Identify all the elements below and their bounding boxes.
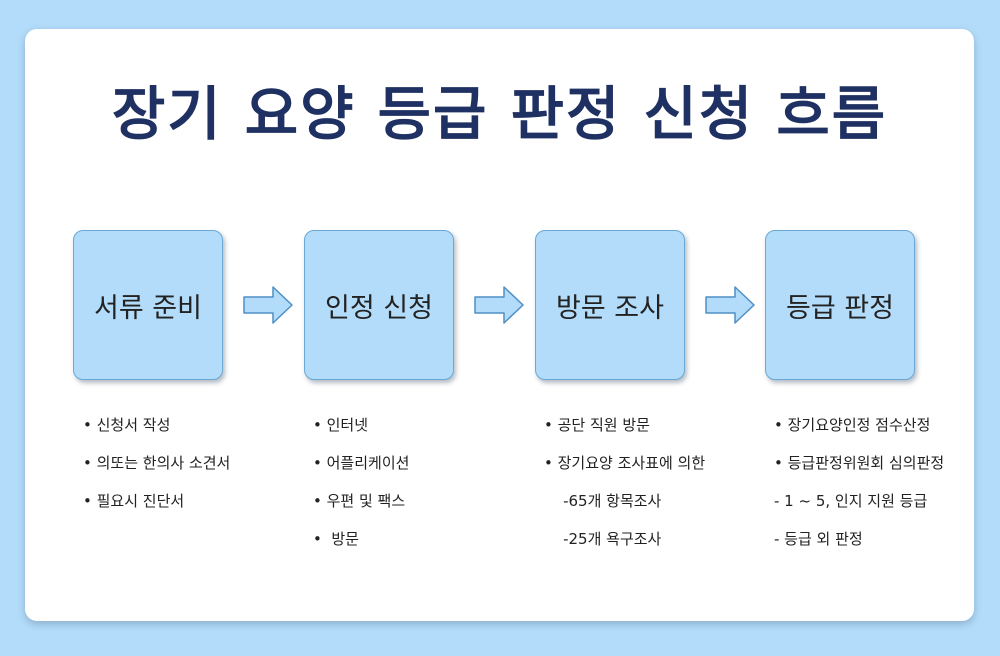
step-details-grade-decision: • 장기요양인정 점수산정 • 등급판정위원회 심의판정 - 1 ~ 5, 인지… xyxy=(774,412,944,564)
list-item: • 신청서 작성 xyxy=(83,416,171,434)
list-item: - 등급 외 판정 xyxy=(774,530,863,548)
list-item: • 필요시 진단서 xyxy=(83,492,185,510)
step-details-application: • 인터넷 • 어플리케이션 • 우편 및 팩스 • 방문 xyxy=(313,412,409,564)
list-item: • 방문 xyxy=(313,530,359,548)
list-item: • 의또는 한의사 소견서 xyxy=(83,454,231,472)
step-box-visit-survey: 방문 조사 xyxy=(535,230,685,380)
step-box-document-prep: 서류 준비 xyxy=(73,230,223,380)
step-box-grade-decision: 등급 판정 xyxy=(765,230,915,380)
list-item: -25개 욕구조사 xyxy=(544,530,662,548)
arrow-right-icon xyxy=(243,286,293,324)
step-label: 방문 조사 xyxy=(556,292,664,324)
step-box-application: 인정 신청 xyxy=(304,230,454,380)
arrow-right-icon xyxy=(474,286,524,324)
list-item: • 장기요양인정 점수산정 xyxy=(774,416,931,434)
list-item: -65개 항목조사 xyxy=(544,492,662,510)
arrow-right-icon xyxy=(705,286,755,324)
step-details-document-prep: • 신청서 작성 • 의또는 한의사 소견서 • 필요시 진단서 xyxy=(83,412,230,526)
list-item: • 등급판정위원회 심의판정 xyxy=(774,454,945,472)
step-label: 등급 판정 xyxy=(786,292,894,324)
list-item: • 어플리케이션 xyxy=(313,454,410,472)
step-label: 인정 신청 xyxy=(325,292,433,324)
list-item: - 1 ~ 5, 인지 지원 등급 xyxy=(774,492,928,510)
list-item: • 장기요양 조사표에 의한 xyxy=(544,454,706,472)
page-title: 장기 요양 등급 판정 신청 흐름 xyxy=(111,80,888,148)
list-item: • 인터넷 xyxy=(313,416,369,434)
step-details-visit-survey: • 공단 직원 방문 • 장기요양 조사표에 의한 -65개 항목조사 -25개… xyxy=(544,412,705,564)
list-item: • 우편 및 팩스 xyxy=(313,492,406,510)
step-label: 서류 준비 xyxy=(94,292,202,324)
list-item: • 공단 직원 방문 xyxy=(544,416,650,434)
